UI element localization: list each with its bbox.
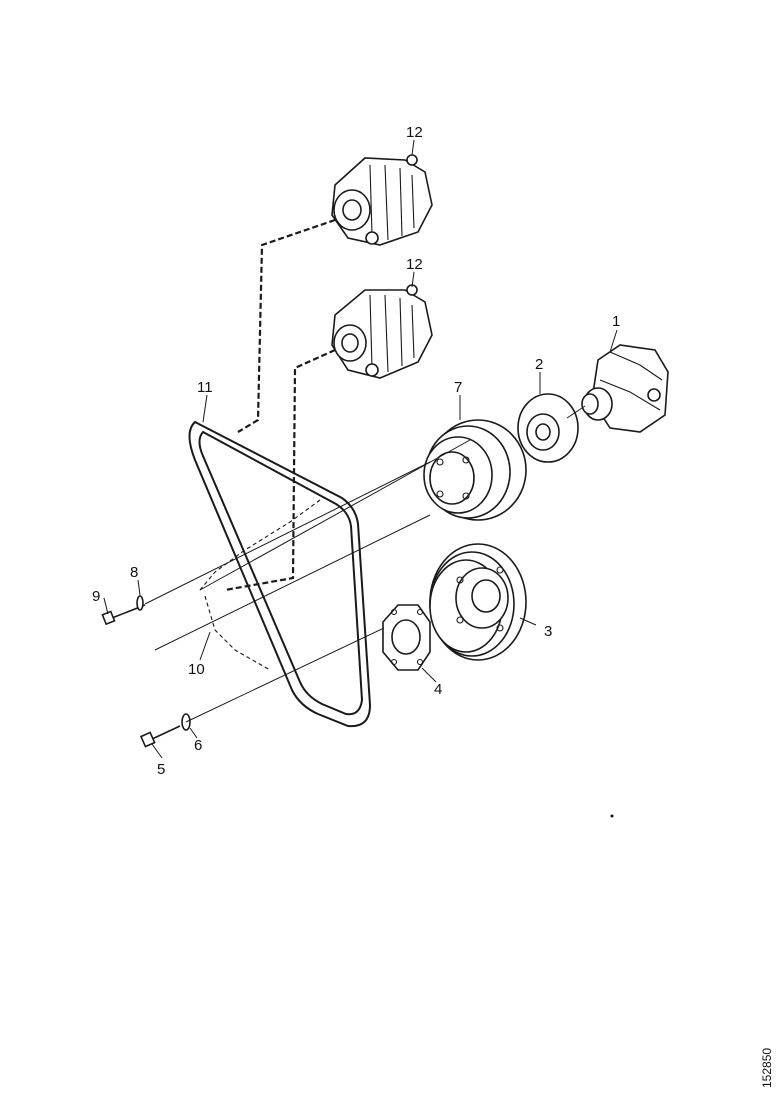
adapter-plate [382, 604, 431, 671]
callout-bolt-9: 9 [92, 588, 100, 605]
alternator-upper-leader [237, 218, 336, 433]
alternator-upper [331, 154, 433, 246]
crank-pulley [429, 543, 527, 661]
callout-belt: 11 [197, 379, 213, 396]
callout-alternator-lower: 12 [406, 256, 423, 273]
stray-mark [610, 814, 614, 818]
drive-belt [188, 420, 372, 728]
callout-crank-pulley: 3 [544, 623, 552, 640]
compressor [581, 344, 669, 433]
clutch-plate [517, 393, 579, 463]
callout-bracket-10: 10 [188, 661, 205, 678]
callout-washer-8: 8 [130, 564, 138, 581]
alternator-lower [331, 284, 433, 379]
fan-pulley [423, 419, 527, 521]
callout-alternator-upper: 12 [406, 124, 423, 141]
bolt-5 [139, 725, 181, 748]
callout-fan-pulley: 7 [454, 379, 462, 396]
callout-bolt-5: 5 [157, 761, 165, 778]
callout-adapter-plate: 4 [434, 681, 442, 698]
callout-compressor: 1 [612, 313, 620, 330]
assembly-axis-lines [144, 405, 586, 723]
washer-8 [136, 595, 144, 611]
alternator-lower-leader [224, 348, 336, 592]
callout-washer-6: 6 [194, 737, 202, 754]
bracket [199, 499, 321, 671]
document-id: 152850 [760, 1048, 774, 1088]
callout-clutch-plate: 2 [535, 356, 543, 373]
callout-leaders [103, 139, 618, 759]
